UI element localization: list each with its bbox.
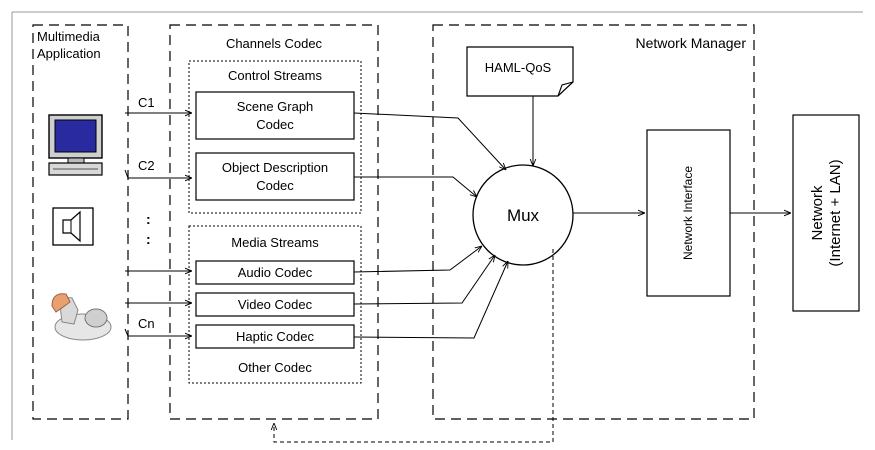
- cn-haptic-input-arrow: [124, 328, 192, 336]
- channels-codec-title: Channels Codec: [226, 36, 323, 51]
- haptic-device-icon: [51, 293, 112, 341]
- control-streams-box: [188, 60, 362, 214]
- control-streams-title: Control Streams: [228, 68, 322, 83]
- haml-qos-fold: [557, 81, 574, 97]
- mux-label: Mux: [507, 206, 540, 225]
- network-manager-box: [432, 24, 755, 420]
- channel-dots-1: :: [146, 211, 151, 227]
- network-label-line1: Network: [809, 185, 826, 241]
- network-box: [792, 114, 860, 312]
- network-interface-label: Network Interface: [681, 166, 695, 260]
- scene-graph-codec-line2: Codec: [256, 117, 294, 132]
- speaker-icon: [52, 207, 94, 246]
- scene-graph-codec-box: [195, 91, 355, 140]
- media-streams-title: Media Streams: [231, 235, 319, 250]
- haptic-to-mux-arrow: [353, 261, 508, 339]
- video-codec-box: [195, 292, 355, 317]
- multimedia-label-line2: Application: [37, 46, 101, 61]
- video-to-mux-arrow: [353, 255, 495, 305]
- multimedia-label-line1: Multimedia: [37, 29, 101, 44]
- scene-graph-codec-line1: Scene Graph: [237, 99, 314, 114]
- haptic-codec-box: [195, 324, 355, 349]
- channels-codec-box: [169, 24, 379, 420]
- audio-codec-box: [195, 260, 355, 285]
- other-codec-label: Other Codec: [238, 360, 312, 375]
- audio-to-mux-arrow: [353, 246, 482, 273]
- scene-graph-to-mux-arrow: [353, 112, 506, 170]
- object-description-to-mux-arrow: [354, 176, 477, 197]
- computer-monitor-icon: [48, 114, 103, 176]
- c2-arrow: [124, 169, 192, 178]
- audio-codec-label: Audio Codec: [238, 265, 313, 280]
- mux-circle: [472, 164, 574, 266]
- network-manager-title: Network Manager: [636, 35, 747, 51]
- channel-label-c1: C1: [138, 95, 155, 110]
- channel-dots-2: :: [146, 231, 151, 247]
- media-streams-box: [188, 225, 362, 384]
- object-description-codec-line1: Object Description: [222, 160, 328, 175]
- object-description-codec-line2: Codec: [256, 178, 294, 193]
- multimedia-application-box: [32, 24, 129, 420]
- haptic-codec-label: Haptic Codec: [236, 329, 315, 344]
- haml-qos-document: [466, 46, 574, 97]
- channel-label-c2: C2: [138, 158, 155, 173]
- network-label-line2: (Internet + LAN): [827, 159, 844, 266]
- feedback-dashed-arrow: [274, 249, 554, 443]
- video-codec-label: Video Codec: [238, 297, 313, 312]
- channel-label-cn: Cn: [138, 316, 155, 331]
- multimedia-label-bg: [34, 26, 124, 66]
- haml-qos-label: HAML-QoS: [485, 60, 552, 75]
- object-description-codec-box: [195, 152, 355, 201]
